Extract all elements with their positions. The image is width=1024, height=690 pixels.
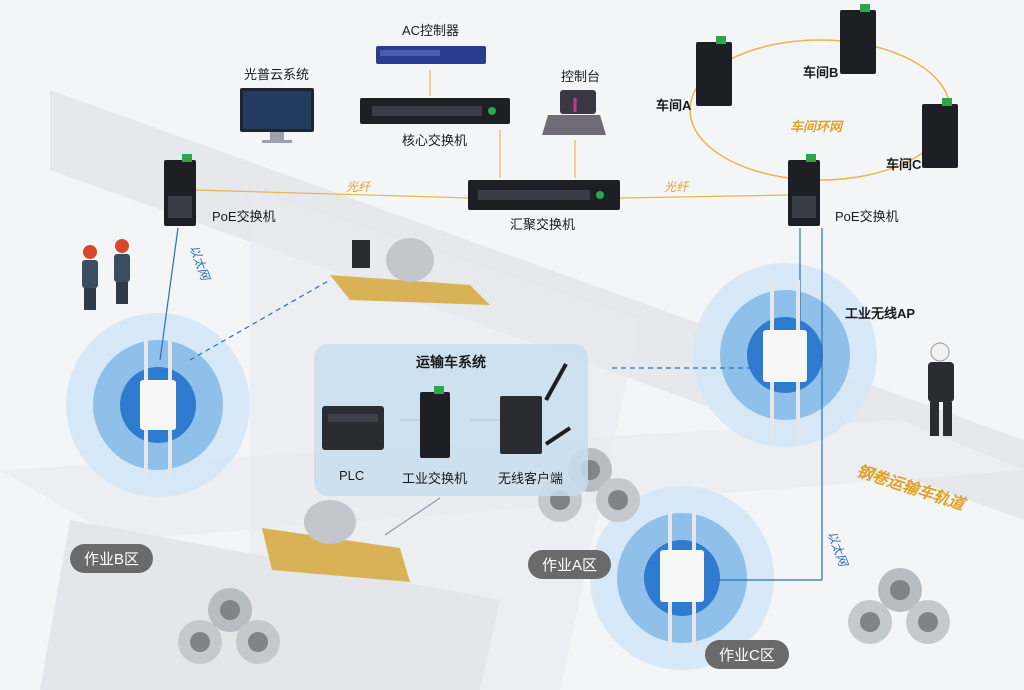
workshop-c-switch-icon — [922, 98, 958, 168]
transport-cart-bottom-icon — [262, 500, 410, 582]
poe-switch-left-label: PoE交换机 — [212, 209, 276, 224]
fiber-links — [194, 70, 791, 199]
arrow-line — [384, 497, 441, 536]
wireless-client-label: 无线客户端 — [498, 471, 564, 486]
industrial-switch-label: 工业交换机 — [402, 471, 468, 486]
zone-a-badge: 作业A区 — [528, 550, 612, 579]
ac-controller-label: AC控制器 — [402, 23, 460, 38]
transport-system-panel: 运输车系统 — [314, 344, 588, 496]
ap-left-icon — [140, 340, 176, 475]
aggregation-switch-label: 汇聚交换机 — [510, 217, 576, 232]
fiber-label-left: 光纤 — [346, 180, 371, 194]
monitor-icon — [240, 88, 314, 143]
console-label: 控制台 — [561, 69, 601, 84]
ap-right-icon — [763, 280, 807, 440]
wireless-client-icon — [500, 363, 572, 454]
steel-coils-left-icon — [178, 588, 280, 664]
workshop-b-switch-icon — [840, 4, 876, 74]
ap-bottom-icon — [660, 510, 704, 650]
core-switch-label: 核心交换机 — [402, 133, 468, 148]
industrial-ap-label: 工业无线AP — [845, 306, 916, 321]
aggregation-switch-icon — [468, 180, 620, 210]
workshop-c-label: 车间C — [886, 157, 922, 172]
ac-controller-icon — [376, 46, 486, 64]
poe-switch-right-label: PoE交换机 — [835, 209, 899, 224]
cloud-system-label: 光普云系统 — [244, 67, 310, 82]
poe-switch-left-icon — [164, 154, 196, 226]
plc-label: PLC — [339, 468, 365, 483]
transport-system-title: 运输车系统 — [416, 354, 486, 370]
plc-icon — [322, 406, 384, 450]
workshop-a-switch-icon — [696, 36, 732, 106]
workshop-a-label: 车间A — [656, 98, 692, 113]
zone-c-badge: 作业C区 — [705, 640, 789, 669]
industrial-switch-icon — [420, 386, 450, 458]
console-icon — [542, 90, 606, 135]
workshop-b-label: 车间B — [803, 65, 839, 80]
fiber-label-right: 光纤 — [664, 180, 689, 194]
transport-cart-top-icon — [330, 238, 490, 305]
workers-icon — [82, 239, 130, 310]
supervisor-icon — [928, 342, 954, 436]
core-switch-icon — [360, 98, 510, 124]
transport-devices — [322, 363, 572, 458]
zone-b-badge: 作业B区 — [70, 544, 154, 573]
workshop-ring-label: 车间环网 — [790, 119, 843, 134]
steel-coils-right-icon — [848, 568, 950, 644]
poe-switch-right-icon — [788, 154, 820, 226]
